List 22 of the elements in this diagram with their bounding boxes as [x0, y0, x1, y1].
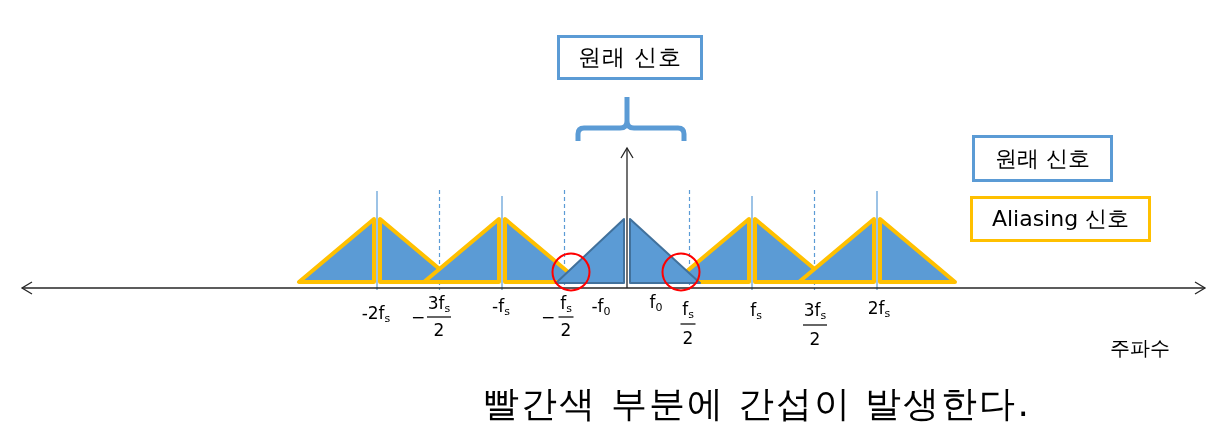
- minus-sign: −: [540, 308, 556, 326]
- tick-label: 2f$_{s}$: [867, 299, 891, 317]
- tick-label: -2f$_{s}$: [361, 304, 391, 322]
- fraction-denominator: 2: [682, 329, 694, 347]
- caption: 빨간색 부분에 간섭이 발생한다.: [483, 384, 1031, 424]
- fraction-numerator: f$_{s}$: [560, 294, 572, 312]
- axis-title: 주파수: [1110, 337, 1170, 359]
- fraction-denominator: 2: [809, 330, 821, 348]
- minus-sign: −: [410, 308, 426, 326]
- legend-label: Aliasing 신호: [991, 205, 1130, 233]
- fraction-numerator: f$_{s}$: [682, 300, 694, 318]
- callout-text: 원래 신호: [577, 43, 683, 72]
- legend-label: 원래 신호: [995, 144, 1090, 173]
- fraction-denominator: 2: [433, 321, 445, 339]
- tick-label: -f$_{0}$: [591, 297, 611, 315]
- callout-box: [557, 35, 703, 80]
- fraction-numerator: 3f$_{s}$: [427, 294, 451, 312]
- tick-label: -f$_{s}$: [492, 297, 510, 315]
- fraction-numerator: 3f$_{s}$: [803, 301, 827, 319]
- tick-label: f$_{s}$: [750, 301, 762, 319]
- tick-label: f$_{0}$: [649, 293, 663, 311]
- fraction-denominator: 2: [560, 321, 572, 339]
